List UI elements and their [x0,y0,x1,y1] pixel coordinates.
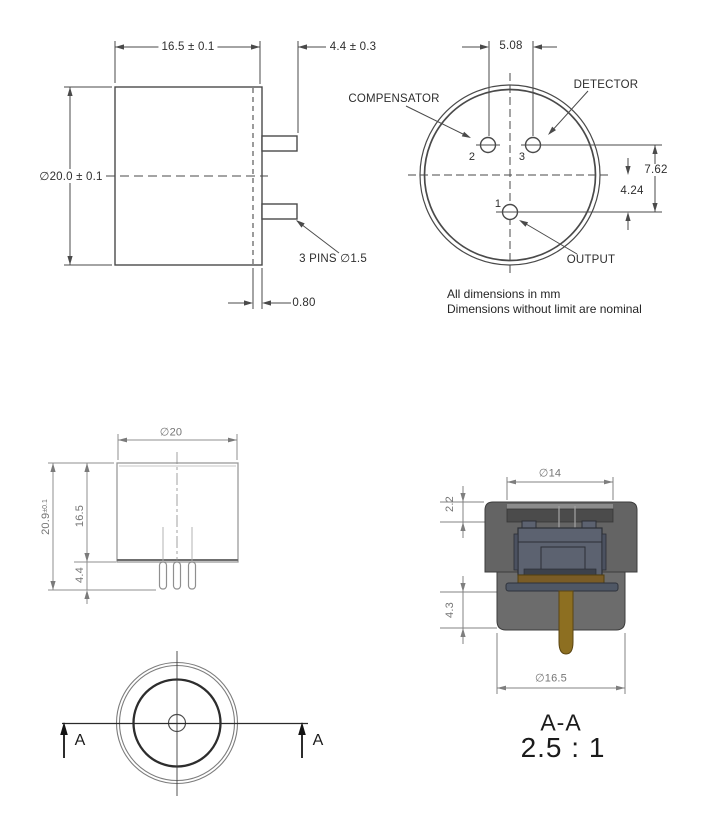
pins-note: 3 PINS ∅1.5 [299,253,367,265]
section-marker-right: A [312,732,324,749]
pin-cross-lines [476,144,547,213]
dim-center-to-output: 4.24 [620,185,644,197]
dimension-arrows [461,44,658,227]
dim-body-width: 16.5 ± 0.1 [158,41,218,53]
element-housing [517,527,603,576]
dim-base-diameter: ∅16.5 [532,671,570,685]
label-output: OUTPUT [566,254,616,266]
section-label: A-A [540,709,582,736]
note-units: All dimensions in mm [447,287,561,301]
pin-number-1: 1 [494,198,502,210]
dim-inner-diameter: ∅14 [535,466,565,480]
drawing-notes: All dimensions in mm Dimensions without … [447,287,642,316]
recess-top-highlight [507,504,613,509]
pin-bottom [261,203,298,220]
dim-pin-length: 4.4 ± 0.3 [329,41,377,53]
pins-render [158,561,197,590]
dim-row-to-output: 7.62 [641,164,671,176]
dim-render-diameter: ∅20 [159,426,183,439]
section-arrows [60,722,306,758]
section-marker-left: A [74,732,86,749]
gold-pin [558,590,574,655]
dimension-arrows [50,437,237,599]
base-plate [505,582,619,592]
dim-recess-depth: 2.2 [444,496,456,512]
dim-pin-spacing: 5.08 [496,40,526,52]
side-view-drawing [64,41,340,309]
dimension-arrows [460,479,625,691]
note-nominal: Dimensions without limit are nominal [447,301,642,316]
dim-overall-height: 20.9±0.1 [40,499,52,535]
dim-render-pin-length: 4.4 [74,567,86,583]
dimension-lines [405,41,662,255]
dim-body-height: 16.5 [74,504,86,528]
dim-diameter: ∅20.0 ± 0.1 [36,169,106,183]
brass-base-layer [517,574,605,584]
sensor-body-render [116,462,239,563]
pin-number-3: 3 [518,151,526,163]
section-view-drawing [440,477,638,694]
pin-layout-drawing [405,41,662,277]
dimension-arrows [67,44,307,306]
pin-number-2: 2 [468,151,476,163]
label-compensator: COMPENSATOR [348,93,440,105]
label-detector: DETECTOR [573,79,639,91]
top-recess [506,508,614,523]
section-scale: 2.5 : 1 [520,732,606,763]
dim-base-height: 4.3 [444,602,456,618]
render-bottom-view [60,651,308,796]
pin-top [261,135,298,152]
dim-pin-offset: 0.80 [292,297,316,309]
inner-sensor-assembly [513,520,607,576]
dimension-lines [48,434,238,604]
render-side-view [48,434,239,604]
